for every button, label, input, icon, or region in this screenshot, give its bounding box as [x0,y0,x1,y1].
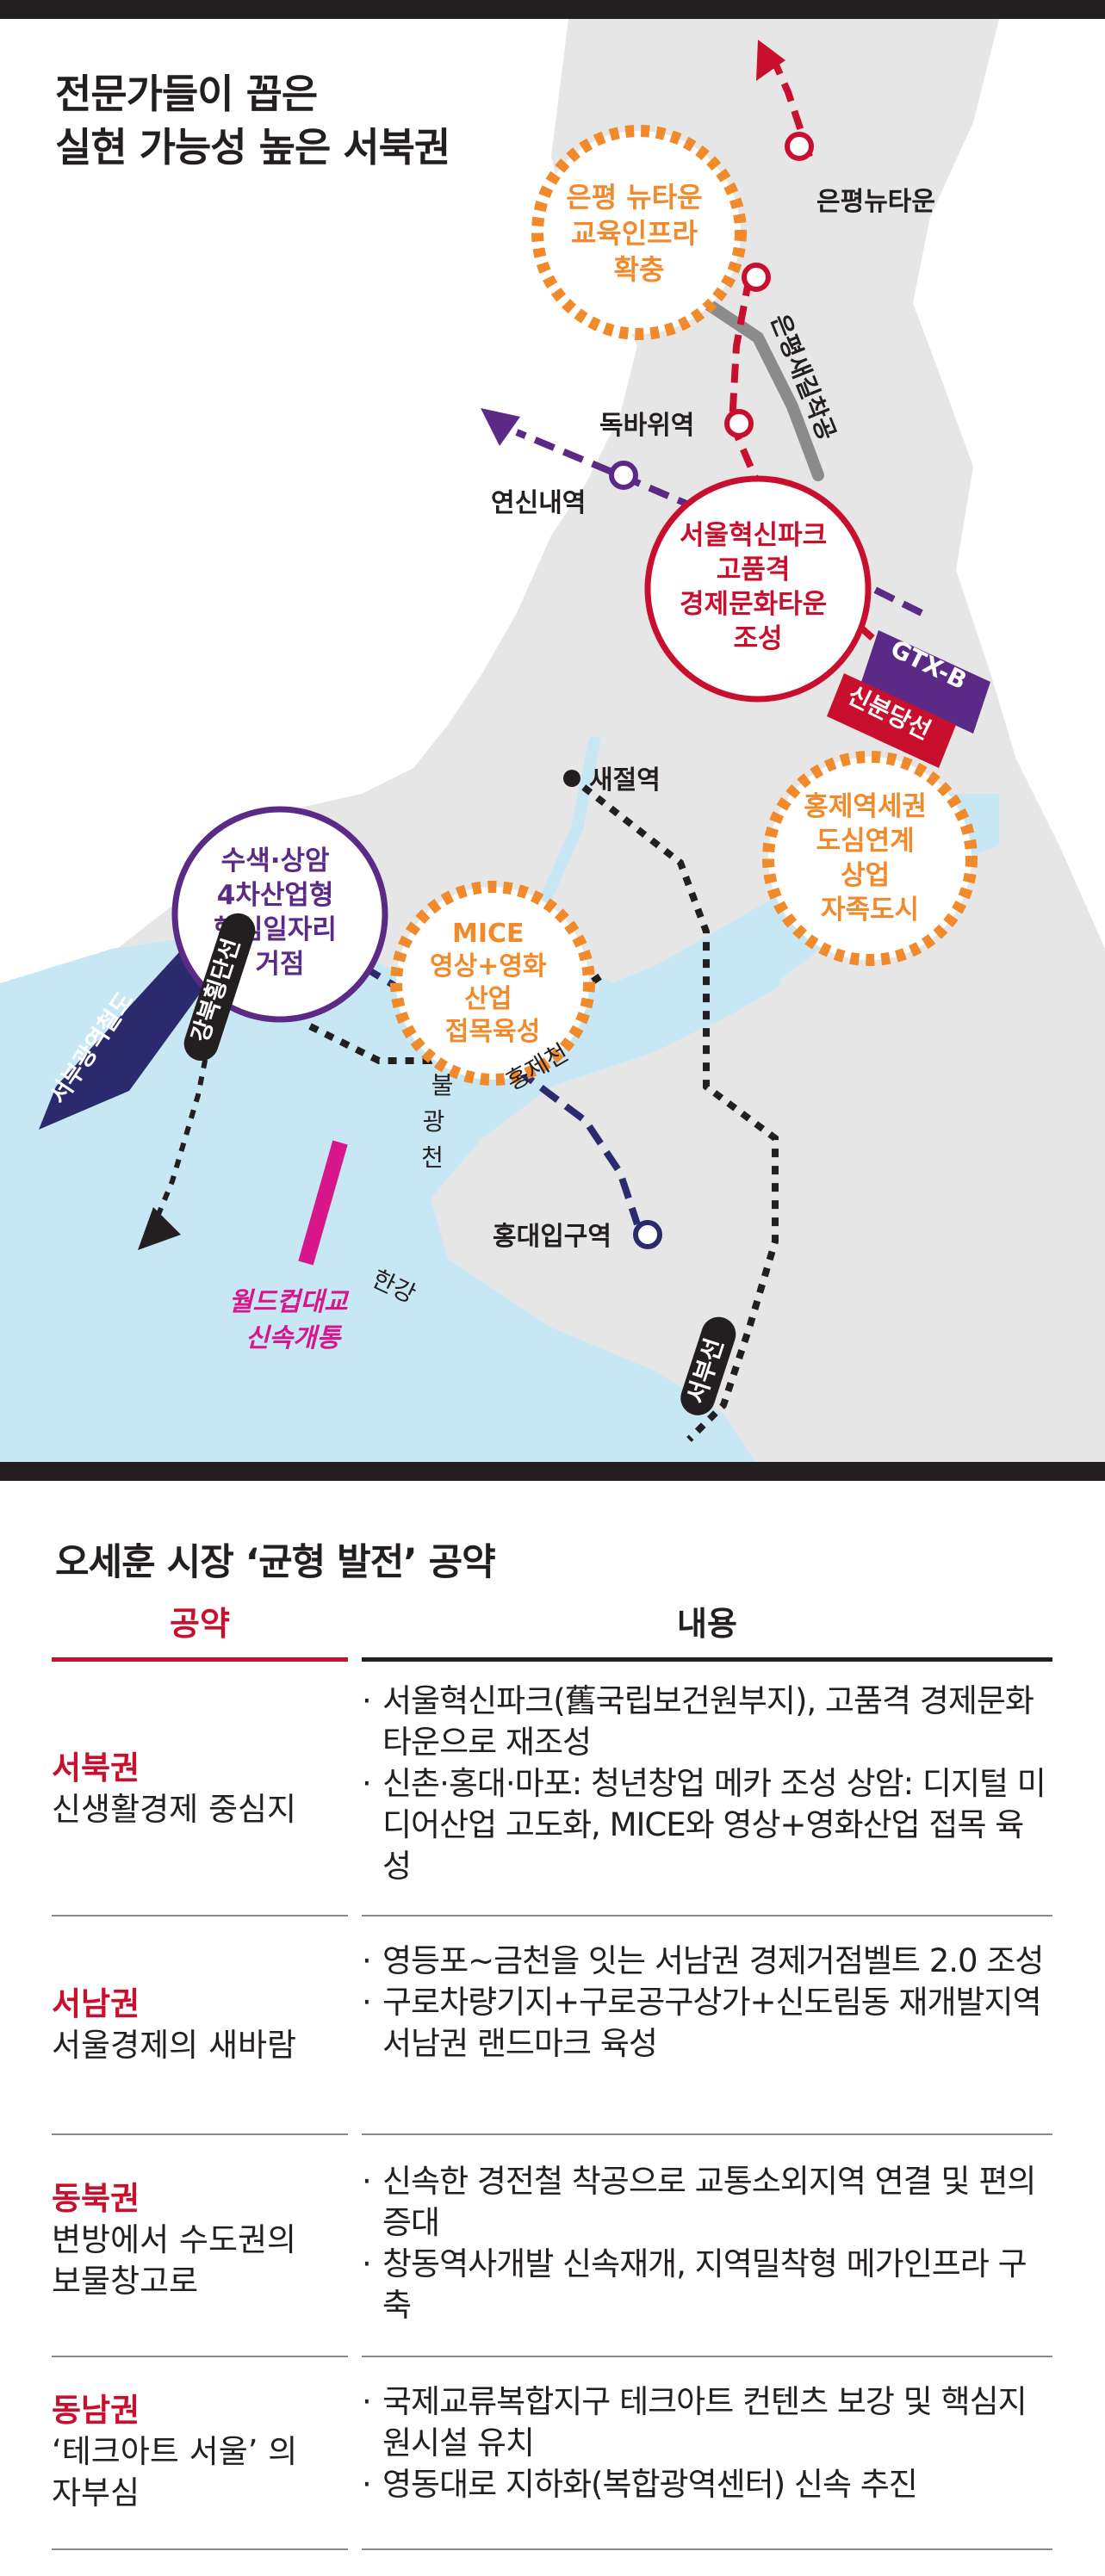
map-panel: 은평 뉴타운 교육인프라 확충 서울혁신파크 고품격 경제문화타운 조성 홍제역… [0,19,1105,1465]
map-title-line-1: 전문가들이 꼽은 [55,71,318,117]
row-divider [52,2356,348,2357]
row-content-cell: 신속한 경전철 착공으로 교통소외지역 연결 및 편의 증대 창동역사개발 신속… [362,2161,1051,2326]
northwest-map: 은평 뉴타운 교육인프라 확충 서울혁신파크 고품격 경제문화타운 조성 홍제역… [0,19,1105,1465]
top-rule [0,0,1105,19]
header-rule-content [362,1657,1052,1662]
row-divider [362,2356,1052,2357]
section-divider [0,1462,1105,1481]
gangbuk-label-badge [183,913,256,1062]
header-rule-pledge [52,1657,348,1662]
column-header-content: 내용 [677,1605,737,1643]
station-eunpyeong-newtown-marker [785,132,814,161]
pledge-item: 신속한 경전철 착공으로 교통소외지역 연결 및 편의 증대 [362,2161,1051,2244]
region-name: 동북권 [52,2180,140,2217]
label-bulgwang: 불 광 천 [421,1071,461,1172]
column-header-pledge: 공약 [170,1605,230,1643]
pledge-item: 영등포~금천을 잇는 서남권 경제거점벨트 2.0 조성 [362,1941,1051,1982]
row-title-cell: 서남권 서울경제의 새바람 [52,1984,348,2066]
label-eunpyeong-newtown: 은평뉴타운 [816,187,935,217]
label-saejeol: 새절역 [589,765,661,796]
row-title-cell: 동북권 변방에서 수도권의 보물창고로 [52,2178,348,2302]
sinbundang-band [827,673,956,768]
region-name: 서북권 [52,1749,140,1786]
station-hongik-marker [633,1220,662,1249]
station-yeonsinnae-marker [609,461,638,490]
station-saejeol-marker [563,770,580,787]
map-title: 전문가들이 꼽은 실현 가능성 높은 서북권 [55,67,450,174]
hub-hongje-circle [762,751,978,966]
pledge-item: 창동역사개발 신속재개, 지역밀착형 메가인프라 구축 [362,2244,1051,2326]
purple-arrow-head [481,408,520,446]
row-content-cell: 영등포~금천을 잇는 서남권 경제거점벨트 2.0 조성 구로차량기지+구로공구… [362,1941,1051,2065]
hongje-stream [598,978,780,1024]
seobu-label-badge [680,1316,736,1415]
row-divider [52,1915,348,1917]
pledge-item: 서울혁신파크(舊국립보건원부지), 고품격 경제문화타운으로 재조성 [362,1681,1051,1763]
region-subtitle: 변방에서 수도권의 보물창고로 [52,2221,297,2300]
hub-innovation-circle [644,475,872,703]
label-yeonsinnae: 연신내역 [491,488,586,518]
table-row: 동북권 변방에서 수도권의 보물창고로 신속한 경전철 착공으로 교통소외지역 … [52,2152,1052,2350]
hub-innovation-text: 서울혁신파크 고품격 경제문화타운 조성 [680,520,836,654]
pledge-item: 국제교류복합지구 테크아트 컨텐츠 보강 및 핵심지원시설 유치 [362,2381,1051,2464]
table-title: 오세훈 시장 ‘균형 발전’ 공약 [55,1541,496,1584]
region-subtitle: 서울경제의 새바람 [52,2027,297,2064]
region-subtitle: 신생활경제 중심지 [52,1791,297,1828]
red-arrow-head [756,40,785,81]
row-content-cell: 국제교류복합지구 테크아트 컨텐츠 보강 및 핵심지원시설 유치 영동대로 지하… [362,2381,1051,2505]
navy-dashed-line [359,963,641,1226]
row-divider [362,1915,1052,1917]
seobu-line [568,773,779,1442]
label-hongik: 홍대입구역 [493,1222,611,1252]
row-divider [362,2133,1052,2135]
label-dokbawi: 독바위역 [599,411,694,441]
table-row: 서북권 신생활경제 중심지 서울혁신파크(舊국립보건원부지), 고품격 경제문화… [52,1679,1052,1907]
seobu-gwangyeok-band [39,932,233,1130]
table-row: 동남권 ‘테크아트 서울’ 의 자부심 국제교류복합지구 테크아트 컨텐츠 보강… [52,2373,1052,2554]
station-dokbawi-marker [724,409,754,438]
region-name: 서남권 [52,1985,140,2022]
row-title-cell: 서북권 신생활경제 중심지 [52,1748,348,1830]
worldcup-bridge-bar [298,1140,348,1266]
label-worldcup-bridge: 월드컵대교 신속개통 [229,1287,357,1353]
gtx-b-band [861,630,990,734]
hub-hongje-text: 홍제역세권 도심연계 상업 자족도시 [804,791,935,926]
map-title-line-2: 실현 가능성 높은 서북권 [55,124,450,170]
pledge-item: 구로차량기지+구로공구상가+신도림동 재개발지역 서남권 랜드마크 육성 [362,1982,1051,2065]
region-name: 동남권 [52,2392,140,2429]
hub-eunpyeong-text: 은평 뉴타운 교육인프라 확충 [566,181,711,286]
hub-mice-text: MICE 영상+영화 산업 접목육성 [430,919,556,1047]
row-divider [52,2548,348,2550]
pledge-item: 신촌·홍대·마포: 청년창업 메카 조성 상암: 디지털 미디어산업 고도화, … [362,1763,1051,1887]
hub-eunpyeong-circle [531,125,747,340]
region-subtitle: ‘테크아트 서울’ 의 자부심 [52,2433,298,2511]
pledge-item: 영동대로 지하화(복합광역센터) 신속 추진 [362,2464,1051,2505]
hub-mice-circle [390,881,595,1086]
row-content-cell: 서울혁신파크(舊국립보건원부지), 고품격 경제문화타운으로 재조성 신촌·홍대… [362,1681,1051,1887]
table-row: 서남권 서울경제의 새바람 영등포~금천을 잇는 서남권 경제거점벨트 2.0 … [52,1932,1052,2130]
eunpyeong-saegil-road [700,297,824,481]
station-eunpyeong-marker-2 [742,263,771,292]
gangbuk-arrow-head [138,1207,181,1250]
row-divider [362,2548,1052,2550]
row-title-cell: 동남권 ‘테크아트 서울’ 의 자부심 [52,2390,348,2514]
row-divider [52,2133,348,2135]
